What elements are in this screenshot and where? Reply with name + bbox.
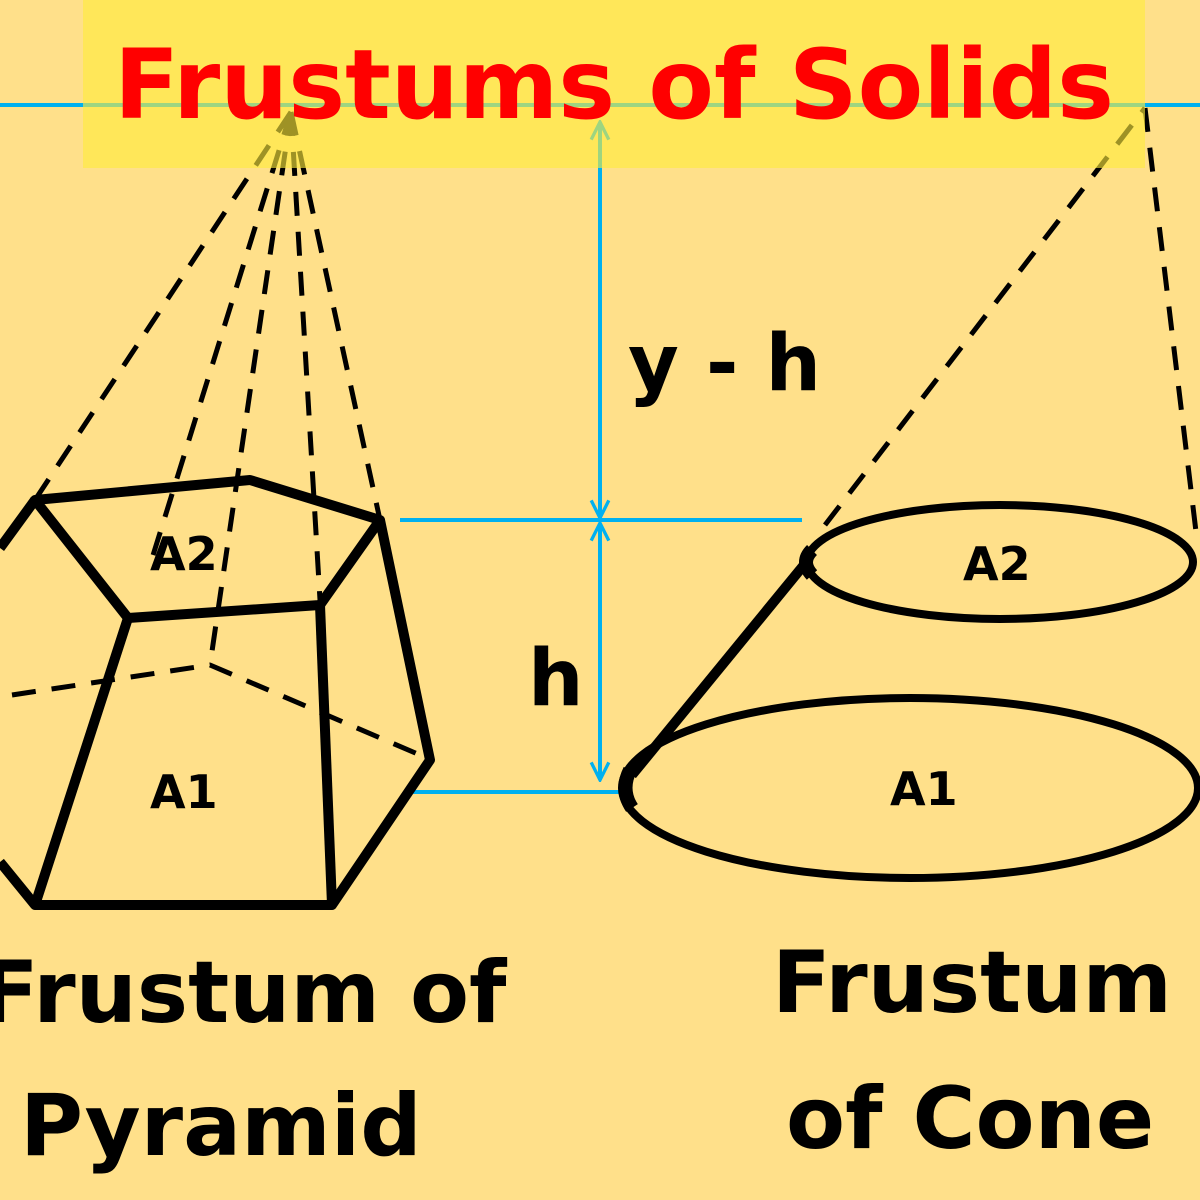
page-title: Frustums of Solids — [114, 29, 1114, 141]
y-minus-h-label: y - h — [628, 319, 821, 409]
pyramid-hidden-edges — [11, 110, 421, 758]
title-band — [83, 0, 1145, 168]
cone-frustum — [618, 106, 1200, 882]
pyramid-caption-line1: Frustum of — [0, 943, 508, 1043]
cone-caption-line1: Frustum — [772, 933, 1172, 1033]
cone-a2-label: A2 — [963, 537, 1031, 591]
cone-a1-label: A1 — [890, 762, 958, 816]
h-label: h — [528, 634, 584, 724]
cone-caption-line2: of Cone — [786, 1069, 1154, 1169]
dimension-lines — [0, 103, 1200, 794]
pyramid-frustum — [0, 110, 435, 910]
pyramid-a2-label: A2 — [150, 527, 218, 581]
pyramid-caption-line2: Pyramid — [20, 1076, 422, 1176]
pyramid-a1-label: A1 — [150, 765, 218, 819]
pyramid-visible-edges — [0, 475, 435, 910]
cone-hidden-edges — [823, 106, 1200, 541]
